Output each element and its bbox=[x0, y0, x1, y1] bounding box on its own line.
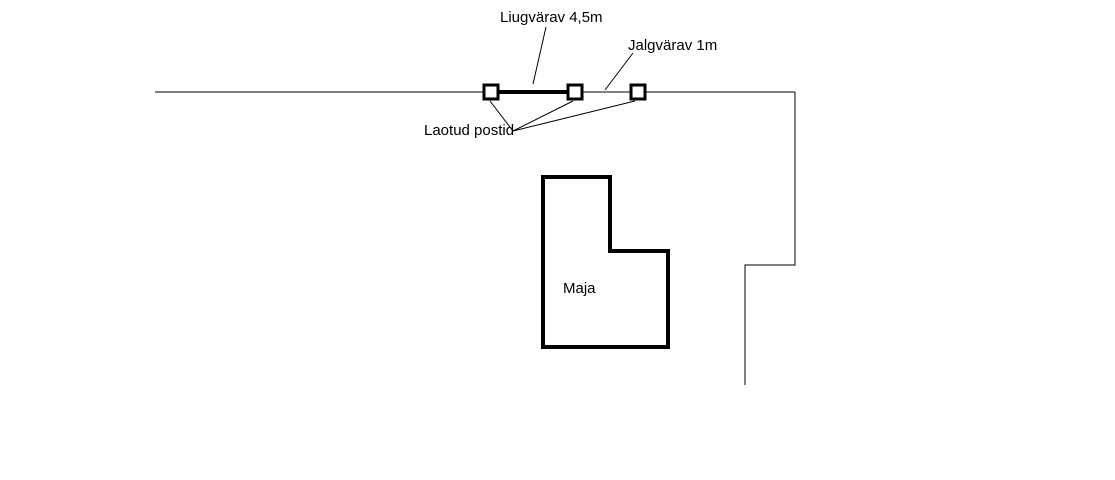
pedestrian-gate-leader-line bbox=[604, 52, 634, 91]
house-label: Maja bbox=[563, 280, 596, 297]
boundary-line-right bbox=[744, 92, 796, 385]
posts-label: Laotud postid bbox=[424, 122, 514, 139]
post-2 bbox=[566, 83, 584, 101]
post-3 bbox=[629, 83, 647, 101]
sliding-gate-leader-line bbox=[532, 26, 547, 85]
house-outline bbox=[541, 175, 670, 349]
posts-leader-line-3 bbox=[512, 100, 636, 132]
posts-leader-line-1 bbox=[489, 100, 514, 132]
pedestrian-gate-label: Jalgvärav 1m bbox=[628, 37, 717, 54]
post-1 bbox=[482, 83, 500, 101]
sliding-gate-label: Liugvärav 4,5m bbox=[500, 9, 603, 26]
posts-leader-line-2 bbox=[512, 100, 574, 132]
